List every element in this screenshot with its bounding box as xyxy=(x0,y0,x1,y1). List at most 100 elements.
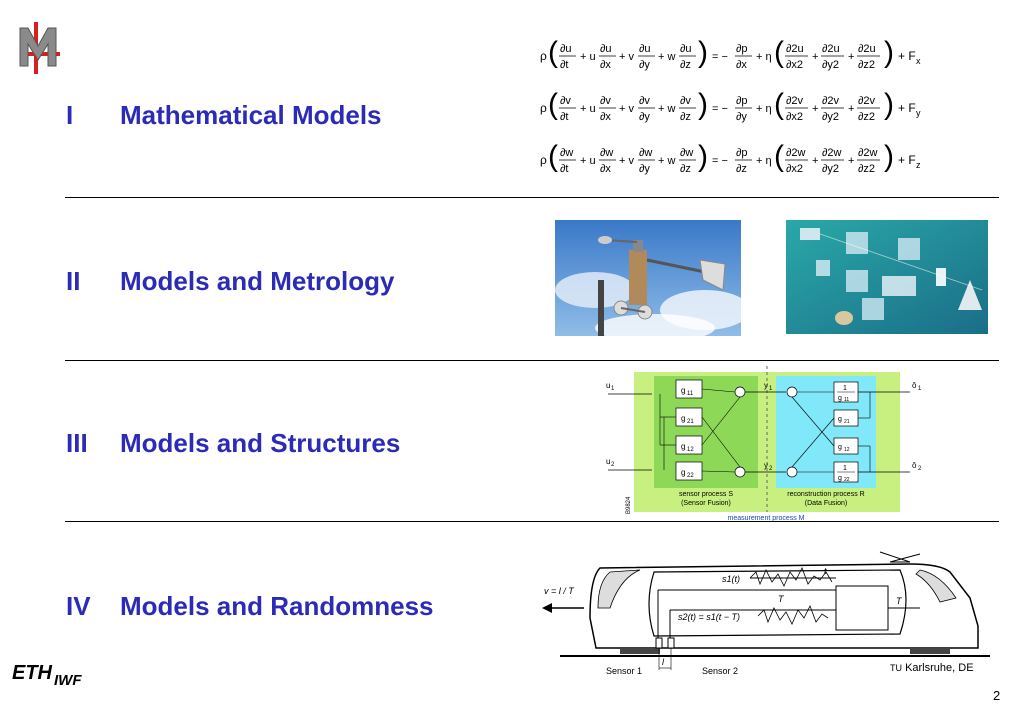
navier-stokes-equations: ρ(∂u∂t+ u∂u∂x+ v∂u∂y+ w∂u∂z)= −∂p∂x+ η(∂… xyxy=(540,36,921,175)
svg-text:∂v: ∂v xyxy=(680,95,691,107)
svg-text:+ u: + u xyxy=(580,155,596,167)
svg-text:∂y: ∂y xyxy=(639,163,650,175)
svg-text:∂p: ∂p xyxy=(736,95,748,107)
svg-text:∂u: ∂u xyxy=(639,43,651,55)
svg-text:∂x: ∂x xyxy=(600,59,611,71)
optics-setup-image xyxy=(786,220,988,334)
svg-text:+: + xyxy=(848,103,854,115)
section-title-1: Mathematical Models xyxy=(120,100,382,130)
svg-text:(: ( xyxy=(774,88,784,121)
svg-text:g: g xyxy=(681,414,685,423)
svg-text:(: ( xyxy=(548,140,558,173)
output-T-label: T xyxy=(896,596,903,606)
svg-text:∂2v: ∂2v xyxy=(858,95,876,107)
svg-text:+ u: + u xyxy=(580,103,596,115)
svg-text:+ w: + w xyxy=(658,51,675,63)
page-number: 2 xyxy=(993,688,1001,703)
svg-text:∂y2: ∂y2 xyxy=(822,111,839,123)
svg-text:∂u: ∂u xyxy=(600,43,612,55)
svg-text:+ F: + F xyxy=(898,101,916,115)
velocity-formula: v = l / T xyxy=(544,586,575,596)
svg-text:∂z: ∂z xyxy=(736,163,747,175)
svg-text:∂u: ∂u xyxy=(560,43,572,55)
svg-text:g: g xyxy=(838,475,842,482)
svg-text:+: + xyxy=(812,155,818,167)
svg-text:∂y2: ∂y2 xyxy=(822,59,839,71)
svg-text:∂w: ∂w xyxy=(560,147,573,159)
svg-text:ρ: ρ xyxy=(540,101,547,115)
svg-text:+ η: + η xyxy=(756,51,772,63)
svg-text:x: x xyxy=(916,56,921,66)
svg-text:∂x: ∂x xyxy=(600,111,611,123)
svg-text:+ η: + η xyxy=(756,103,772,115)
svg-text:2: 2 xyxy=(769,466,773,472)
divider-3 xyxy=(65,521,999,522)
section-number-2: II xyxy=(66,266,81,296)
svg-text:∂2v: ∂2v xyxy=(786,95,804,107)
data-fusion-label: (Data Fusion) xyxy=(805,500,847,507)
svg-text:∂2w: ∂2w xyxy=(786,147,806,159)
svg-text:ô: ô xyxy=(912,381,917,390)
svg-text:∂x: ∂x xyxy=(736,59,747,71)
svg-text:ρ: ρ xyxy=(540,153,547,167)
svg-text:): ) xyxy=(698,140,708,173)
svg-text:+: + xyxy=(848,51,854,63)
svg-text:): ) xyxy=(884,88,894,121)
svg-text:∂2v: ∂2v xyxy=(822,95,840,107)
distance-l-label: l xyxy=(662,657,665,667)
svg-text:∂w: ∂w xyxy=(639,147,652,159)
sensor-fusion-label: (Sensor Fusion) xyxy=(681,500,731,507)
svg-text:∂y2: ∂y2 xyxy=(822,163,839,175)
svg-text:1: 1 xyxy=(843,465,847,472)
svg-text:∂z2: ∂z2 xyxy=(858,59,875,71)
svg-text:y: y xyxy=(764,461,768,470)
svg-text:∂x: ∂x xyxy=(600,163,611,175)
svg-text:): ) xyxy=(698,88,708,121)
svg-text:+ F: + F xyxy=(898,153,916,167)
svg-text:2: 2 xyxy=(611,462,615,468)
svg-text:21: 21 xyxy=(844,419,850,425)
svg-text:1: 1 xyxy=(918,386,922,392)
svg-text:∂w: ∂w xyxy=(600,147,613,159)
svg-text:∂z: ∂z xyxy=(680,59,691,71)
svg-text:12: 12 xyxy=(844,447,850,453)
svg-text:∂z2: ∂z2 xyxy=(858,111,875,123)
svg-text:+ u: + u xyxy=(580,51,596,63)
svg-text:22: 22 xyxy=(844,477,850,483)
svg-text:22: 22 xyxy=(687,473,694,479)
svg-text:2: 2 xyxy=(918,466,922,472)
svg-text:∂t: ∂t xyxy=(560,163,569,175)
svg-text:∂x2: ∂x2 xyxy=(786,111,803,123)
svg-text:∂2u: ∂2u xyxy=(858,43,876,55)
svg-text:12: 12 xyxy=(687,447,694,453)
svg-text:g: g xyxy=(838,395,842,402)
divider-2 xyxy=(65,360,999,361)
svg-text:ô: ô xyxy=(912,461,917,470)
svg-text:∂y: ∂y xyxy=(639,111,650,123)
train-velocity-measurement-diagram: v = l / T s1(t) s2(t) = s1(t − T) T T t … xyxy=(542,551,990,676)
svg-text:g: g xyxy=(838,444,842,451)
svg-text:1: 1 xyxy=(843,385,847,392)
section-title-4: Models and Randomness xyxy=(120,591,434,621)
delay-T-label: T xyxy=(778,594,785,604)
svg-text:∂v: ∂v xyxy=(560,95,571,107)
reconstruction-process-label: reconstruction process R xyxy=(787,491,864,498)
svg-text:+ v: + v xyxy=(619,103,634,115)
svg-text:1: 1 xyxy=(769,386,773,392)
svg-text:+ F: + F xyxy=(898,49,916,63)
measurement-process-label: measurement process M xyxy=(727,515,804,522)
svg-text:+ η: + η xyxy=(756,155,772,167)
svg-text:g: g xyxy=(681,442,685,451)
svg-text:+: + xyxy=(848,155,854,167)
signal-s2-label: s2(t) = s1(t − T) xyxy=(678,612,740,622)
svg-text:+ w: + w xyxy=(658,103,675,115)
signal-s1-label: s1(t) xyxy=(722,574,740,584)
svg-text:∂z: ∂z xyxy=(680,163,691,175)
svg-text:∂z2: ∂z2 xyxy=(858,163,875,175)
svg-text:ρ: ρ xyxy=(540,49,547,63)
svg-text:11: 11 xyxy=(844,397,849,403)
svg-text:): ) xyxy=(884,36,894,69)
